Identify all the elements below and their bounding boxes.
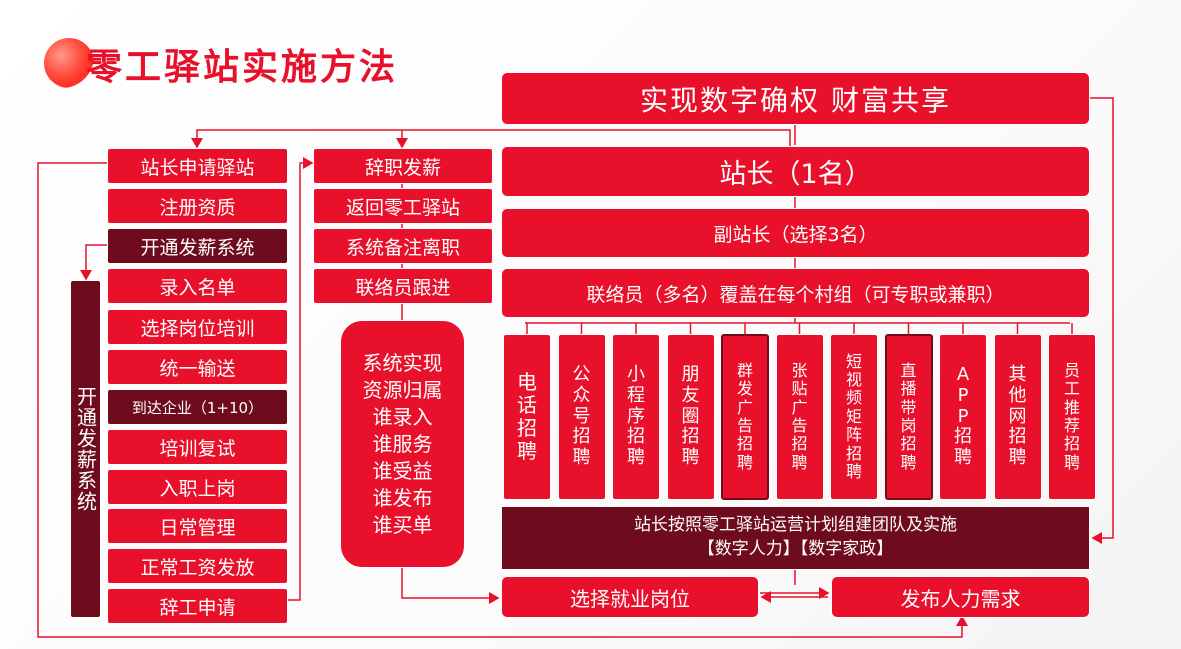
left-step-2: 注册资质	[107, 188, 288, 224]
channel-7: 短视频矩阵招聘	[830, 334, 878, 500]
channel-6: 张贴广告招聘	[775, 334, 824, 500]
middle-step-2: 返回零工驿站	[313, 188, 493, 224]
publish-demand-box: 发布人力需求	[831, 576, 1090, 618]
plan-line-1: 站长按照零工驿站运营计划组建团队及实施	[634, 515, 957, 536]
operation-plan-box: 站长按照零工驿站运营计划组建团队及实施 【数字人力】【数字家政】	[501, 506, 1090, 570]
station-head-box: 站长（1名）	[501, 146, 1090, 197]
liaison-box: 联络员（多名）覆盖在每个村组（可专职或兼职）	[501, 268, 1090, 318]
middle-panel-line-7: 谁买单	[372, 512, 433, 537]
left-step-3: 开通发薪系统	[107, 228, 288, 264]
middle-step-4: 联络员跟进	[313, 268, 493, 304]
left-step-7: 到达企业（1+10）	[107, 389, 288, 425]
middle-panel-line-6: 谁发布	[372, 485, 433, 510]
middle-panel-line-2: 资源归属	[362, 377, 443, 402]
top-banner: 实现数字确权 财富共享	[501, 72, 1090, 125]
left-step-9: 入职上岗	[107, 469, 288, 505]
middle-panel-line-1: 系统实现	[362, 350, 443, 375]
channel-10: 其他网招聘	[993, 334, 1042, 500]
plan-line-2: 【数字人力】【数字家政】	[697, 539, 894, 559]
deputy-head-box: 副站长（选择3名）	[501, 208, 1090, 258]
left-step-1: 站长申请驿站	[107, 148, 288, 184]
middle-step-3: 系统备注离职	[313, 228, 493, 264]
left-step-8: 培训复试	[107, 429, 288, 465]
middle-panel-line-5: 谁受益	[372, 458, 433, 483]
choose-job-box: 选择就业岗位	[501, 576, 759, 618]
left-step-4: 录入名单	[107, 268, 288, 304]
channel-4: 朋友圈招聘	[666, 334, 715, 500]
left-step-10: 日常管理	[107, 508, 288, 544]
channel-11: 员工推荐招聘	[1048, 334, 1096, 500]
left-step-5: 选择岗位培训	[107, 309, 288, 345]
middle-step-1: 辞职发薪	[313, 148, 493, 184]
channel-3: 小程序招聘	[612, 334, 660, 500]
left-step-6: 统一输送	[107, 349, 288, 385]
left-vertical-label: 开通发薪系统	[70, 280, 101, 618]
middle-panel-line-3: 谁录入	[372, 404, 433, 429]
middle-panel: 系统实现资源归属谁录入谁服务谁受益谁发布谁买单	[340, 320, 465, 568]
channel-5: 群发广告招聘	[721, 334, 769, 500]
channel-2: 公众号招聘	[557, 334, 606, 500]
channel-1: 电话招聘	[503, 334, 551, 500]
channel-8: 直播带岗招聘	[884, 334, 933, 500]
left-step-11: 正常工资发放	[107, 548, 288, 584]
middle-panel-line-4: 谁服务	[372, 431, 433, 456]
left-step-12: 辞工申请	[107, 588, 288, 624]
page-title: 零工驿站实施方法	[86, 47, 399, 88]
title-decoration	[44, 38, 94, 88]
